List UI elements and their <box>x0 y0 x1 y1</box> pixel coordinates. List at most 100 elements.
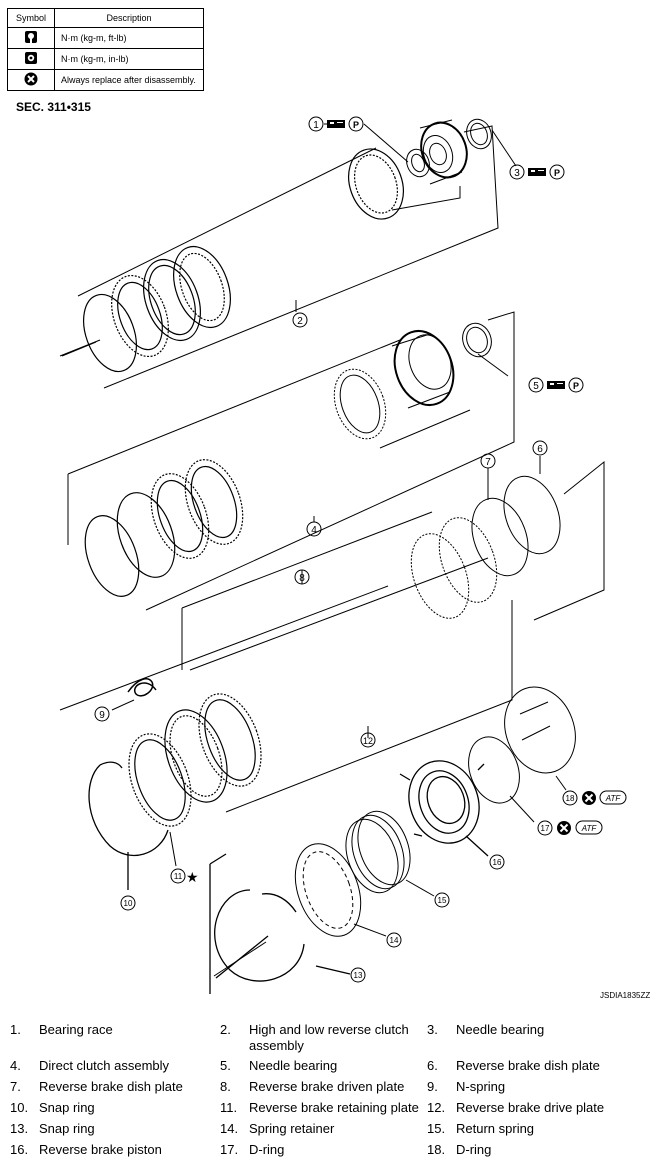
part-item: 10. Snap ring <box>10 1100 219 1116</box>
direct-clutch-outline <box>67 311 515 611</box>
callout-label: 15 <box>438 896 447 905</box>
part-number: 12. <box>427 1100 446 1115</box>
part-name: Bearing race <box>39 1022 113 1037</box>
figure-code: JSDIA1835ZZ <box>600 991 651 1000</box>
clutch-assembly-outline <box>61 125 499 389</box>
petroleum-jelly-label: P <box>554 168 560 178</box>
part-item: 17. D-ring <box>220 1142 429 1158</box>
replace-x-icon <box>556 820 572 836</box>
atf-icon: ATF <box>599 790 627 805</box>
spring-retainer <box>294 843 387 937</box>
reverse-brake-dish-plates <box>181 460 605 621</box>
callout-numbers: 1 3 2 5 6 7 4 8 <box>94 116 578 983</box>
part-item: 4. Direct clutch assembly <box>10 1058 219 1074</box>
part-number: 13. <box>10 1121 29 1136</box>
callout-label: 10 <box>124 899 133 908</box>
part-number: 6. <box>427 1058 438 1073</box>
callout-7: 7 <box>480 453 496 469</box>
petroleum-jelly-icon: P <box>348 116 364 132</box>
part-item: 13. Snap ring <box>10 1121 219 1137</box>
callout-14: 14 <box>386 932 402 948</box>
part-item: 2. High and low reverse clutch assembly <box>220 1022 429 1054</box>
atf-label: ATF <box>605 794 622 803</box>
part-number: 2. <box>220 1022 231 1037</box>
replace-x-icon <box>24 72 38 86</box>
part-item: 3. Needle bearing <box>427 1022 636 1038</box>
callout-label: 11 <box>174 872 183 881</box>
callout-label: 2 <box>297 316 303 327</box>
direct-clutch-drum <box>333 330 455 440</box>
callout-2: 2 <box>292 312 308 328</box>
callout-label: 18 <box>566 794 575 803</box>
tool-mark-icon <box>528 168 546 176</box>
callout-13: 13 <box>350 967 366 983</box>
part-item: 12. Reverse brake drive plate <box>427 1100 636 1116</box>
callout-3: 3 <box>509 164 525 180</box>
callout-label: 8 <box>299 573 305 584</box>
part-number: 3. <box>427 1022 438 1037</box>
part-item: 15. Return spring <box>427 1121 636 1137</box>
petroleum-jelly-icon: P <box>568 377 584 393</box>
callout-18: 18 <box>562 790 578 806</box>
part-name: Return spring <box>456 1121 535 1136</box>
part-item: 8. Reverse brake driven plate <box>220 1079 429 1095</box>
callout-leaders <box>111 123 541 738</box>
callout-label: 14 <box>390 936 399 945</box>
clutch-plates <box>83 148 404 373</box>
callout-label: 12 <box>363 736 373 746</box>
bearing-race <box>406 148 430 178</box>
callout-label: 16 <box>493 858 502 867</box>
part-number: 18. <box>427 1142 446 1157</box>
part-item: 16. Reverse brake piston <box>10 1142 219 1158</box>
tool-mark-icon <box>547 381 565 389</box>
part-number: 5. <box>220 1058 231 1073</box>
callout-label: 17 <box>541 824 550 833</box>
part-name: D-ring <box>456 1142 492 1157</box>
atf-label: ATF <box>581 824 598 833</box>
n-spring <box>127 678 157 697</box>
callout-5: 5 <box>528 377 544 393</box>
part-item: 7. Reverse brake dish plate <box>10 1079 219 1095</box>
d-rings <box>468 686 576 823</box>
callout-10: 10 <box>120 895 136 911</box>
part-number: 17. <box>220 1142 239 1157</box>
needle-bearing <box>462 322 492 358</box>
callout-label: 9 <box>99 710 105 721</box>
legend-symbol-cell <box>7 27 55 49</box>
torque-wrench-small-icon <box>25 52 37 64</box>
callout-label: 4 <box>311 525 317 536</box>
part-name: Snap ring <box>39 1121 95 1136</box>
callout-4: 4 <box>306 521 322 537</box>
part-name: Needle bearing <box>249 1058 338 1073</box>
petroleum-jelly-icon: P <box>549 164 565 180</box>
replace-x-icon <box>581 790 597 806</box>
legend-header-row: Symbol Description <box>7 8 204 28</box>
brake-plates-outline <box>59 557 513 813</box>
callout-6: 6 <box>532 440 548 456</box>
callout-label: 5 <box>533 381 539 392</box>
reverse-brake-plates <box>128 693 262 827</box>
petroleum-jelly-label: P <box>573 381 579 391</box>
callout-1: 1 <box>308 116 324 132</box>
callout-9: 9 <box>94 706 110 722</box>
part-item: 14. Spring retainer <box>220 1121 429 1137</box>
part-item: 18. D-ring <box>427 1142 636 1158</box>
part-item: 6. Reverse brake dish plate <box>427 1058 636 1074</box>
part-name: Spring retainer <box>249 1121 335 1136</box>
needle-bearing <box>466 118 492 150</box>
section-label: SEC. 311•315 <box>16 100 91 114</box>
torque-wrench-icon <box>25 31 37 43</box>
part-name: Snap ring <box>39 1100 95 1115</box>
part-number: 15. <box>427 1121 446 1136</box>
part-name: N-spring <box>456 1079 506 1094</box>
part-name: High and low reverse clutch assembly <box>249 1022 409 1053</box>
part-number: 11. <box>220 1100 238 1115</box>
part-name: Reverse brake driven plate <box>249 1079 405 1094</box>
part-item: 5. Needle bearing <box>220 1058 429 1074</box>
legend-row: N·m (kg-m, ft-lb) <box>7 27 204 49</box>
centerline <box>59 339 549 977</box>
exploded-view-diagram: 1 3 2 5 6 7 4 8 <box>59 116 627 994</box>
legend-row: Always replace after disassembly. <box>7 69 204 91</box>
callout-15: 15 <box>434 892 450 908</box>
part-number: 16. <box>10 1142 29 1157</box>
